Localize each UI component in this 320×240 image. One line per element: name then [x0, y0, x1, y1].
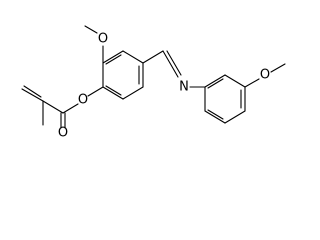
bond-ring2-o-methoxy2 — [244, 78, 260, 88]
bond-vinyl-double-2 — [23, 85, 42, 98]
bond-ring2-b — [224, 74, 246, 88]
bond-ring1-c — [122, 86, 144, 100]
carbonyl-oxygen-label: O — [58, 126, 68, 139]
bond-ring1-a — [122, 50, 144, 64]
imine-nitrogen-label: N — [179, 80, 189, 95]
bond-o-ch3-methoxy2 — [270, 63, 286, 73]
bond-vinyl-double-1 — [21, 88, 44, 102]
chemical-structure: O O O N O — [21, 25, 286, 139]
bond-imine-double-1 — [162, 50, 179, 78]
bond-imine-double-2 — [166, 50, 182, 76]
bond-ring1-inner-3 — [105, 54, 122, 65]
bond-o-carbonyl-c — [62, 103, 79, 114]
ester-oxygen-label: O — [78, 93, 88, 108]
bond-ring2-a — [204, 74, 226, 88]
bond-o-ch3-methoxy1 — [84, 25, 98, 34]
atom-labels: O O O N O — [58, 32, 270, 139]
bond-ring2-e — [204, 110, 226, 124]
methoxy-oxygen-2-label: O — [260, 68, 270, 83]
bond-carbonyl-c-alpha — [42, 100, 64, 114]
methoxy-oxygen-1-label: O — [98, 32, 108, 47]
bond-ring2-d — [224, 110, 246, 124]
bond-ring2-inner-3 — [207, 109, 224, 120]
bond-ring-ch — [142, 50, 164, 64]
bond-ring1-f — [102, 50, 124, 64]
bond-ring-o-ester — [87, 86, 104, 97]
bond-ring1-d — [102, 86, 124, 100]
bond-ring1-inner-2 — [105, 85, 122, 96]
bonds — [21, 25, 286, 129]
bond-ring2-inner-1 — [207, 78, 224, 89]
